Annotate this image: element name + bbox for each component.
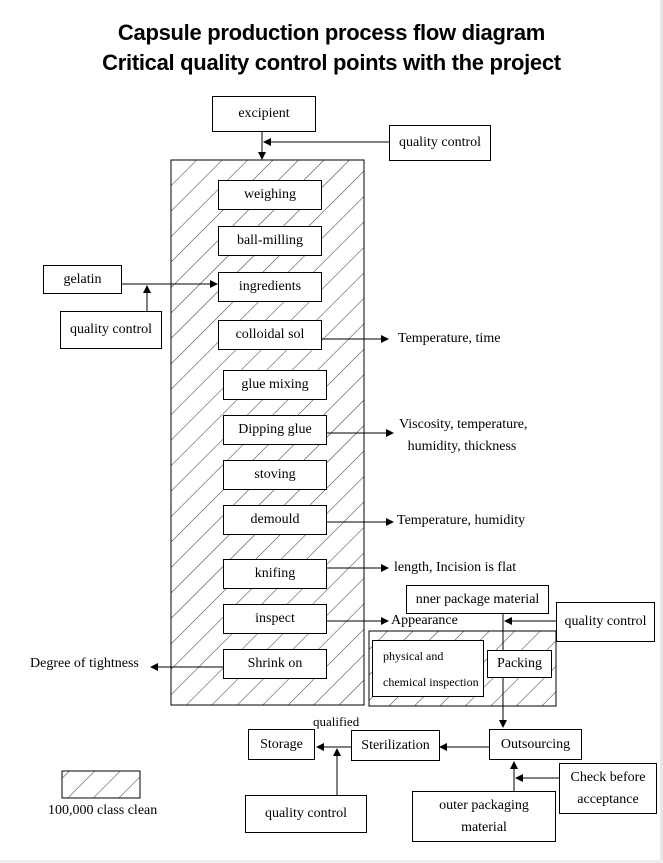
step-label: ball-milling: [236, 233, 304, 248]
outsourcing-box[interactable]: Outsourcing: [489, 729, 582, 760]
outer-packaging-label-line1: outer packaging: [439, 797, 529, 813]
step-shrink-on[interactable]: Shrink on: [223, 649, 327, 679]
cp-knifing: length, Incision is flat: [394, 560, 517, 575]
cp-dipping-glue-line2: humidity, thickness: [407, 439, 517, 454]
check-label-line1: Check before: [570, 769, 646, 785]
cp-dipping-glue-line1: Viscosity, temperature,: [399, 417, 528, 432]
outer-packaging-label-line2: material: [461, 819, 507, 835]
step-ball-milling[interactable]: ball-milling: [218, 226, 322, 256]
quality-control-label: quality control: [69, 322, 153, 337]
step-label: glue mixing: [241, 377, 309, 392]
step-weighing[interactable]: weighing: [218, 180, 322, 210]
sterilization-label: Sterilization: [361, 737, 430, 753]
inner-package-material-label: nner package material: [415, 591, 540, 607]
gelatin-label: gelatin: [63, 271, 102, 287]
packing-box[interactable]: Packing: [487, 650, 552, 678]
excipient-label: excipient: [238, 106, 290, 121]
step-ingredients[interactable]: ingredients: [218, 272, 322, 302]
inner-package-material-box[interactable]: nner package material: [406, 585, 549, 614]
step-label: Dipping glue: [238, 422, 312, 437]
step-inspect[interactable]: inspect: [223, 604, 327, 634]
quality-control-box-storage[interactable]: quality control: [245, 795, 367, 833]
step-label: weighing: [243, 187, 297, 202]
check-label-line2: acceptance: [577, 791, 639, 807]
step-label: colloidal sol: [235, 327, 305, 342]
step-label: ingredients: [238, 279, 302, 294]
packing-label: Packing: [496, 656, 543, 671]
step-glue-mixing[interactable]: glue mixing: [223, 370, 327, 400]
diagram-title-line2: Critical quality control points with the…: [102, 50, 561, 75]
cp-demould: Temperature, humidity: [397, 513, 526, 528]
step-label: inspect: [255, 611, 295, 626]
quality-control-label: quality control: [564, 614, 647, 629]
step-stoving[interactable]: stoving: [223, 460, 327, 490]
step-label: knifing: [254, 566, 296, 581]
legend-hatch-swatch: [61, 770, 141, 799]
excipient-box[interactable]: excipient: [212, 96, 316, 132]
outer-packaging-material-box[interactable]: outer packaging material: [412, 791, 556, 842]
step-label: Shrink on: [247, 656, 303, 671]
legend-label: 100,000 class clean: [48, 803, 158, 818]
step-label: demould: [250, 512, 300, 527]
step-colloidal-sol[interactable]: colloidal sol: [218, 320, 322, 350]
check-before-acceptance-box[interactable]: Check before acceptance: [559, 763, 657, 814]
quality-control-box-inner-package[interactable]: quality control: [556, 602, 655, 642]
gelatin-box[interactable]: gelatin: [43, 265, 122, 294]
inspection-label-line1: physical and: [383, 648, 444, 663]
quality-control-box-excipient[interactable]: quality control: [389, 125, 491, 161]
inspection-label-line2: chemical inspection: [383, 674, 479, 689]
storage-box[interactable]: Storage: [248, 729, 315, 760]
sterilization-box[interactable]: Sterilization: [351, 730, 440, 761]
diagram-title-line1: Capsule production process flow diagram: [117, 20, 546, 45]
step-knifing[interactable]: knifing: [223, 559, 327, 589]
page-edge-bottom: [0, 860, 663, 863]
step-demould[interactable]: demould: [223, 505, 327, 535]
outsourcing-label: Outsourcing: [500, 736, 571, 752]
step-label: stoving: [254, 467, 296, 482]
cp-inspect: Appearance: [391, 613, 458, 628]
quality-control-box-gelatin[interactable]: quality control: [60, 311, 162, 349]
quality-control-label: quality control: [398, 135, 482, 150]
storage-label: Storage: [260, 736, 303, 752]
page-edge-right: [660, 0, 663, 863]
cp-shrink-on: Degree of tightness: [30, 656, 139, 671]
quality-control-label: quality control: [264, 806, 348, 821]
cp-colloidal-sol: Temperature, time: [398, 331, 501, 346]
step-dipping-glue[interactable]: Dipping glue: [223, 415, 327, 445]
qualified-label: qualified: [313, 714, 360, 729]
physical-chemical-inspection-box[interactable]: physical and chemical inspection: [372, 640, 484, 697]
